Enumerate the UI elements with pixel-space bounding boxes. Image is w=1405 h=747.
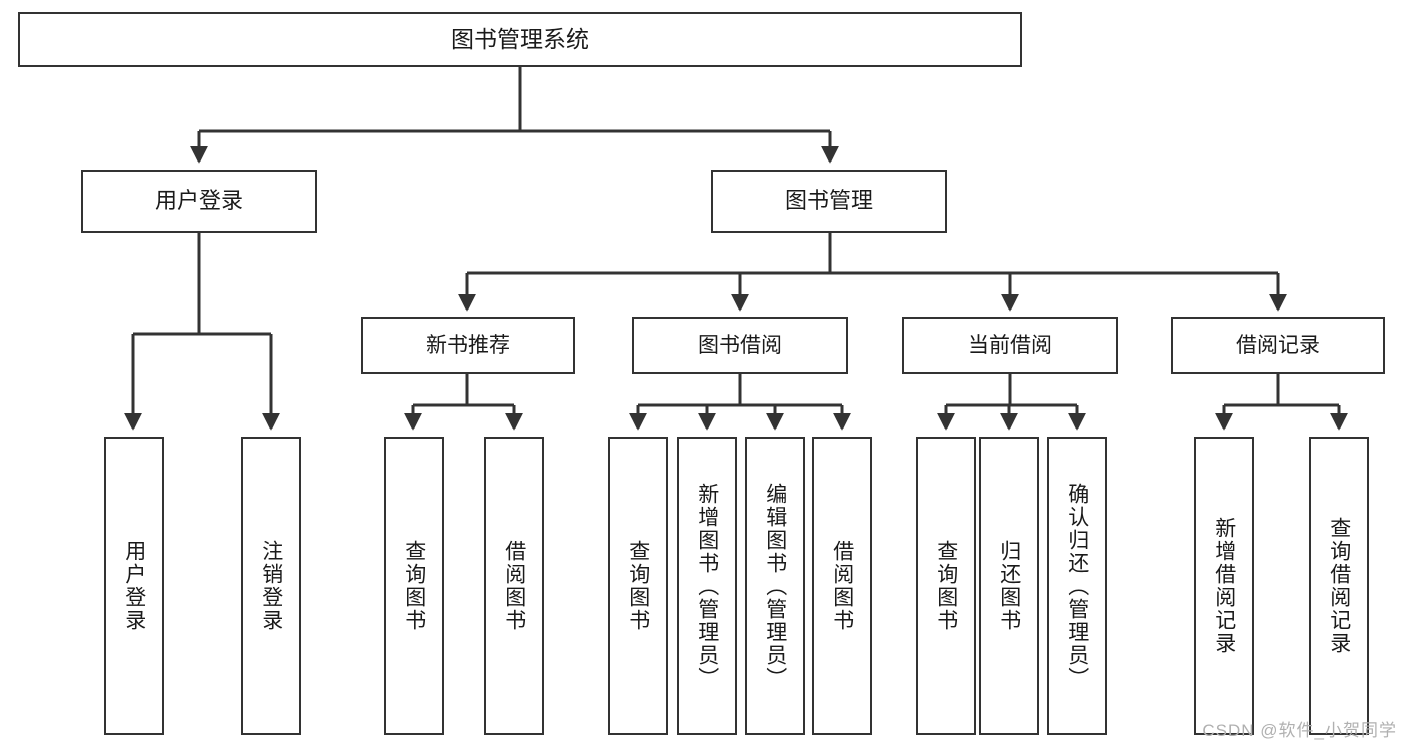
node-leaf-borrow-book-1-label: 借阅图书 <box>502 540 526 632</box>
node-user-login-label: 用户登录 <box>154 188 243 214</box>
node-leaf-confirm-return-label: 确认归还（管理员） <box>1065 482 1089 690</box>
node-borrow-record-label: 借阅记录 <box>1236 333 1320 357</box>
node-leaf-query-book-2-label: 查询图书 <box>626 540 650 632</box>
node-book-manage-label: 图书管理 <box>784 188 873 214</box>
node-leaf-user-logout-label: 注销登录 <box>259 540 283 632</box>
node-leaf-add-book[interactable]: 新增图书（管理员） <box>677 437 737 735</box>
node-leaf-query-book-3-label: 查询图书 <box>934 540 958 632</box>
node-leaf-query-record-label: 查询借阅记录 <box>1327 517 1351 655</box>
node-leaf-query-book-2[interactable]: 查询图书 <box>608 437 668 735</box>
node-leaf-query-record[interactable]: 查询借阅记录 <box>1309 437 1369 735</box>
node-leaf-user-logout[interactable]: 注销登录 <box>241 437 301 735</box>
node-current-borrow[interactable]: 当前借阅 <box>902 317 1118 374</box>
watermark-text: CSDN @软件_小贺同学 <box>1202 721 1397 740</box>
node-borrow-record[interactable]: 借阅记录 <box>1171 317 1385 374</box>
node-leaf-borrow-book-1[interactable]: 借阅图书 <box>484 437 544 735</box>
node-leaf-add-record-label: 新增借阅记录 <box>1212 517 1236 655</box>
node-new-book-rec[interactable]: 新书推荐 <box>361 317 575 374</box>
node-leaf-confirm-return[interactable]: 确认归还（管理员） <box>1047 437 1107 735</box>
node-leaf-return-book[interactable]: 归还图书 <box>979 437 1039 735</box>
node-leaf-add-book-label: 新增图书（管理员） <box>695 482 719 690</box>
node-current-borrow-label: 当前借阅 <box>968 333 1052 357</box>
node-new-book-rec-label: 新书推荐 <box>426 333 510 357</box>
node-root[interactable]: 图书管理系统 <box>18 12 1022 67</box>
node-leaf-query-book-3[interactable]: 查询图书 <box>916 437 976 735</box>
node-leaf-return-book-label: 归还图书 <box>997 540 1021 632</box>
node-book-manage[interactable]: 图书管理 <box>711 170 947 233</box>
node-leaf-query-book-1[interactable]: 查询图书 <box>384 437 444 735</box>
node-leaf-add-record[interactable]: 新增借阅记录 <box>1194 437 1254 735</box>
node-leaf-user-login-label: 用户登录 <box>122 540 146 632</box>
node-root-label: 图书管理系统 <box>451 25 589 52</box>
node-user-login[interactable]: 用户登录 <box>81 170 317 233</box>
node-leaf-borrow-book-2-label: 借阅图书 <box>830 540 854 632</box>
node-leaf-query-book-1-label: 查询图书 <box>402 540 426 632</box>
node-book-borrow[interactable]: 图书借阅 <box>632 317 848 374</box>
node-leaf-edit-book[interactable]: 编辑图书（管理员） <box>745 437 805 735</box>
node-leaf-borrow-book-2[interactable]: 借阅图书 <box>812 437 872 735</box>
node-leaf-edit-book-label: 编辑图书（管理员） <box>763 482 787 690</box>
node-leaf-user-login[interactable]: 用户登录 <box>104 437 164 735</box>
node-book-borrow-label: 图书借阅 <box>698 333 782 357</box>
